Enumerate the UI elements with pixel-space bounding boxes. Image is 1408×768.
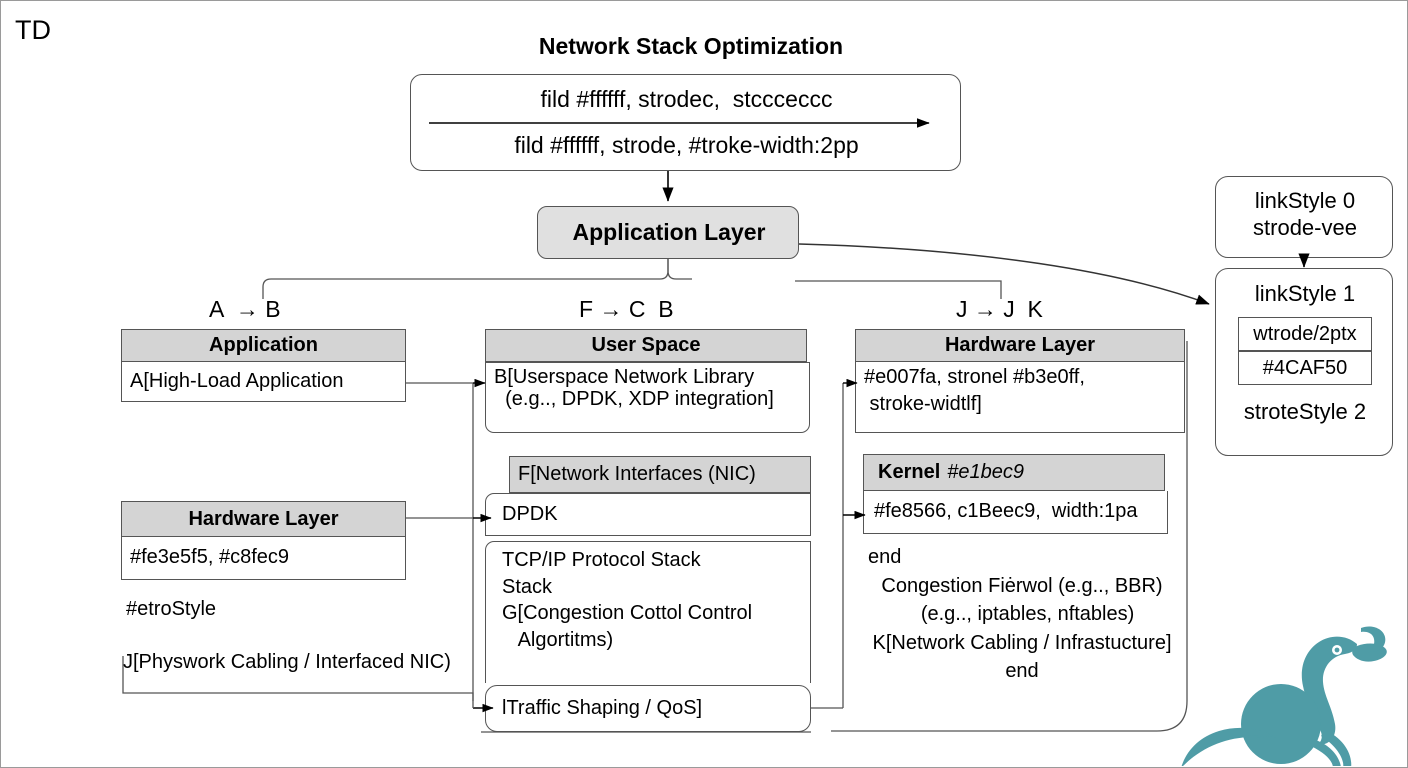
edge-label-right: J → J K [956, 296, 1043, 322]
center-stack-row-4: Algortitms) [502, 628, 614, 651]
linkstyle-1-box[interactable]: linkStyle 1 wtrode/2ptx #4CAF50 stroteSt… [1215, 268, 1393, 456]
connector-app-to-center [667, 259, 692, 280]
left-hardware-header: Hardware Layer [121, 501, 406, 537]
center-stack-row-3: G[Congestion Cottol Control [502, 602, 753, 625]
right-hardware-row-2: stroke-widtlf] [864, 392, 982, 415]
center-traffic-label: lTraffic Shaping / QoS] [502, 696, 703, 719]
right-hardware-body: #e007fa, stronel #b3e0ff, stroke-widtlf] [855, 362, 1185, 433]
linkstyle-0-box[interactable]: linkStyle 0 strode-vee [1215, 176, 1393, 258]
right-hardware-header: Hardware Layer [855, 329, 1185, 362]
linkstyle-1-table-row-1: wtrode/2ptx [1238, 317, 1372, 351]
right-kernel-row-text: #fe8566, c1Beec9, width:1pa [874, 500, 1138, 523]
top-note-line-2: fild #ffffff, strode, #troke-width:2pp [514, 132, 859, 158]
linkstyle-1-table-row-1-text: wtrode/2ptx [1253, 322, 1357, 345]
center-stack-row-2: Stack [502, 575, 553, 598]
page-title: Network Stack Optimization [301, 33, 1081, 60]
left-hardware-row: #fe3e5f5, #c8fec9 [121, 537, 406, 580]
teal-bird-logo [1181, 626, 1387, 766]
right-loose-text-5: end [1005, 660, 1039, 683]
center-userspace-body: B[Userspace Network Library (e.g.., DPDK… [485, 362, 810, 433]
linkstyle-0-line-1: linkStyle 0 [1254, 188, 1356, 213]
center-userspace-row-1: B[Userspace Network Library [494, 366, 755, 388]
left-loose-text-1: #etroStyle [126, 598, 217, 620]
linkstyle-1-title: linkStyle 1 [1254, 281, 1356, 306]
connector-app-to-linkstyle1 [798, 243, 1210, 305]
page-title-text: Network Stack Optimization [538, 33, 844, 59]
connector-app-to-left [262, 259, 669, 299]
node-application-layer-label: Application Layer [572, 219, 766, 245]
top-note-box: fild #ffffff, strodec, stccceccc fild #f… [410, 74, 961, 171]
right-kernel-header: Kernel #e1bec9 [863, 454, 1165, 491]
right-kernel-body: #fe8566, c1Beec9, width:1pa [863, 491, 1168, 534]
right-loose-text-2: Congestion Fiėrwol (e.g.., BBR) [881, 574, 1163, 597]
left-application-row: A[High-Load Application [121, 362, 406, 402]
left-application-row-text: A[High-Load Application [130, 369, 344, 392]
linkstyle-0-line-2: strode-vee [1253, 215, 1357, 240]
center-stack-body: TCP/IP Protocol Stack Stack G[Congestion… [485, 541, 811, 683]
center-userspace-header: User Space [485, 329, 807, 362]
center-nic-body: DPDK [485, 493, 811, 536]
linkstyle-1-footer: stroteStyle 2 [1243, 399, 1367, 424]
linkstyle-1-table-row-2: #4CAF50 [1238, 351, 1372, 385]
center-userspace-row-2: (e.g.., DPDK, XDP integration] [494, 387, 774, 410]
edge-label-center: F → C B [579, 296, 674, 322]
right-kernel-header-italic: #e1bec9 [947, 461, 1024, 483]
node-application-layer[interactable]: Application Layer [537, 206, 799, 259]
right-loose-text-4: K[Network Cabling / Infrastucture] [872, 631, 1172, 654]
top-note-line-1: fild #ffffff, strodec, stccceccc [540, 86, 833, 112]
left-loose-text-2: J[Physwork Cabling / Interfaced NIC) [123, 651, 451, 673]
edge-label-left: A → B [209, 296, 281, 322]
linkstyle-1-table-row-2-text: #4CAF50 [1262, 356, 1348, 379]
right-loose-text-1: end [868, 546, 902, 568]
right-kernel-header-bold: Kernel [878, 461, 941, 483]
center-nic-header: F[Network Interfaces (NIC) [509, 456, 811, 493]
right-loose-text-block: end Congestion Fiėrwol (e.g.., BBR) (e.g… [855, 541, 1189, 683]
right-loose-text-3: (e.g.., iptables, nftables) [909, 603, 1135, 626]
left-hardware-row-text: #fe3e5f5, #c8fec9 [130, 546, 290, 569]
right-hardware-row-1: #e007fa, stronel #b3e0ff, [864, 366, 1085, 388]
center-nic-row-text: DPDK [502, 502, 558, 525]
center-traffic-box[interactable]: lTraffic Shaping / QoS] [485, 685, 811, 732]
direction-label: TD [15, 15, 51, 45]
left-application-header: Application [121, 329, 406, 362]
center-stack-row-1: TCP/IP Protocol Stack [502, 549, 701, 571]
